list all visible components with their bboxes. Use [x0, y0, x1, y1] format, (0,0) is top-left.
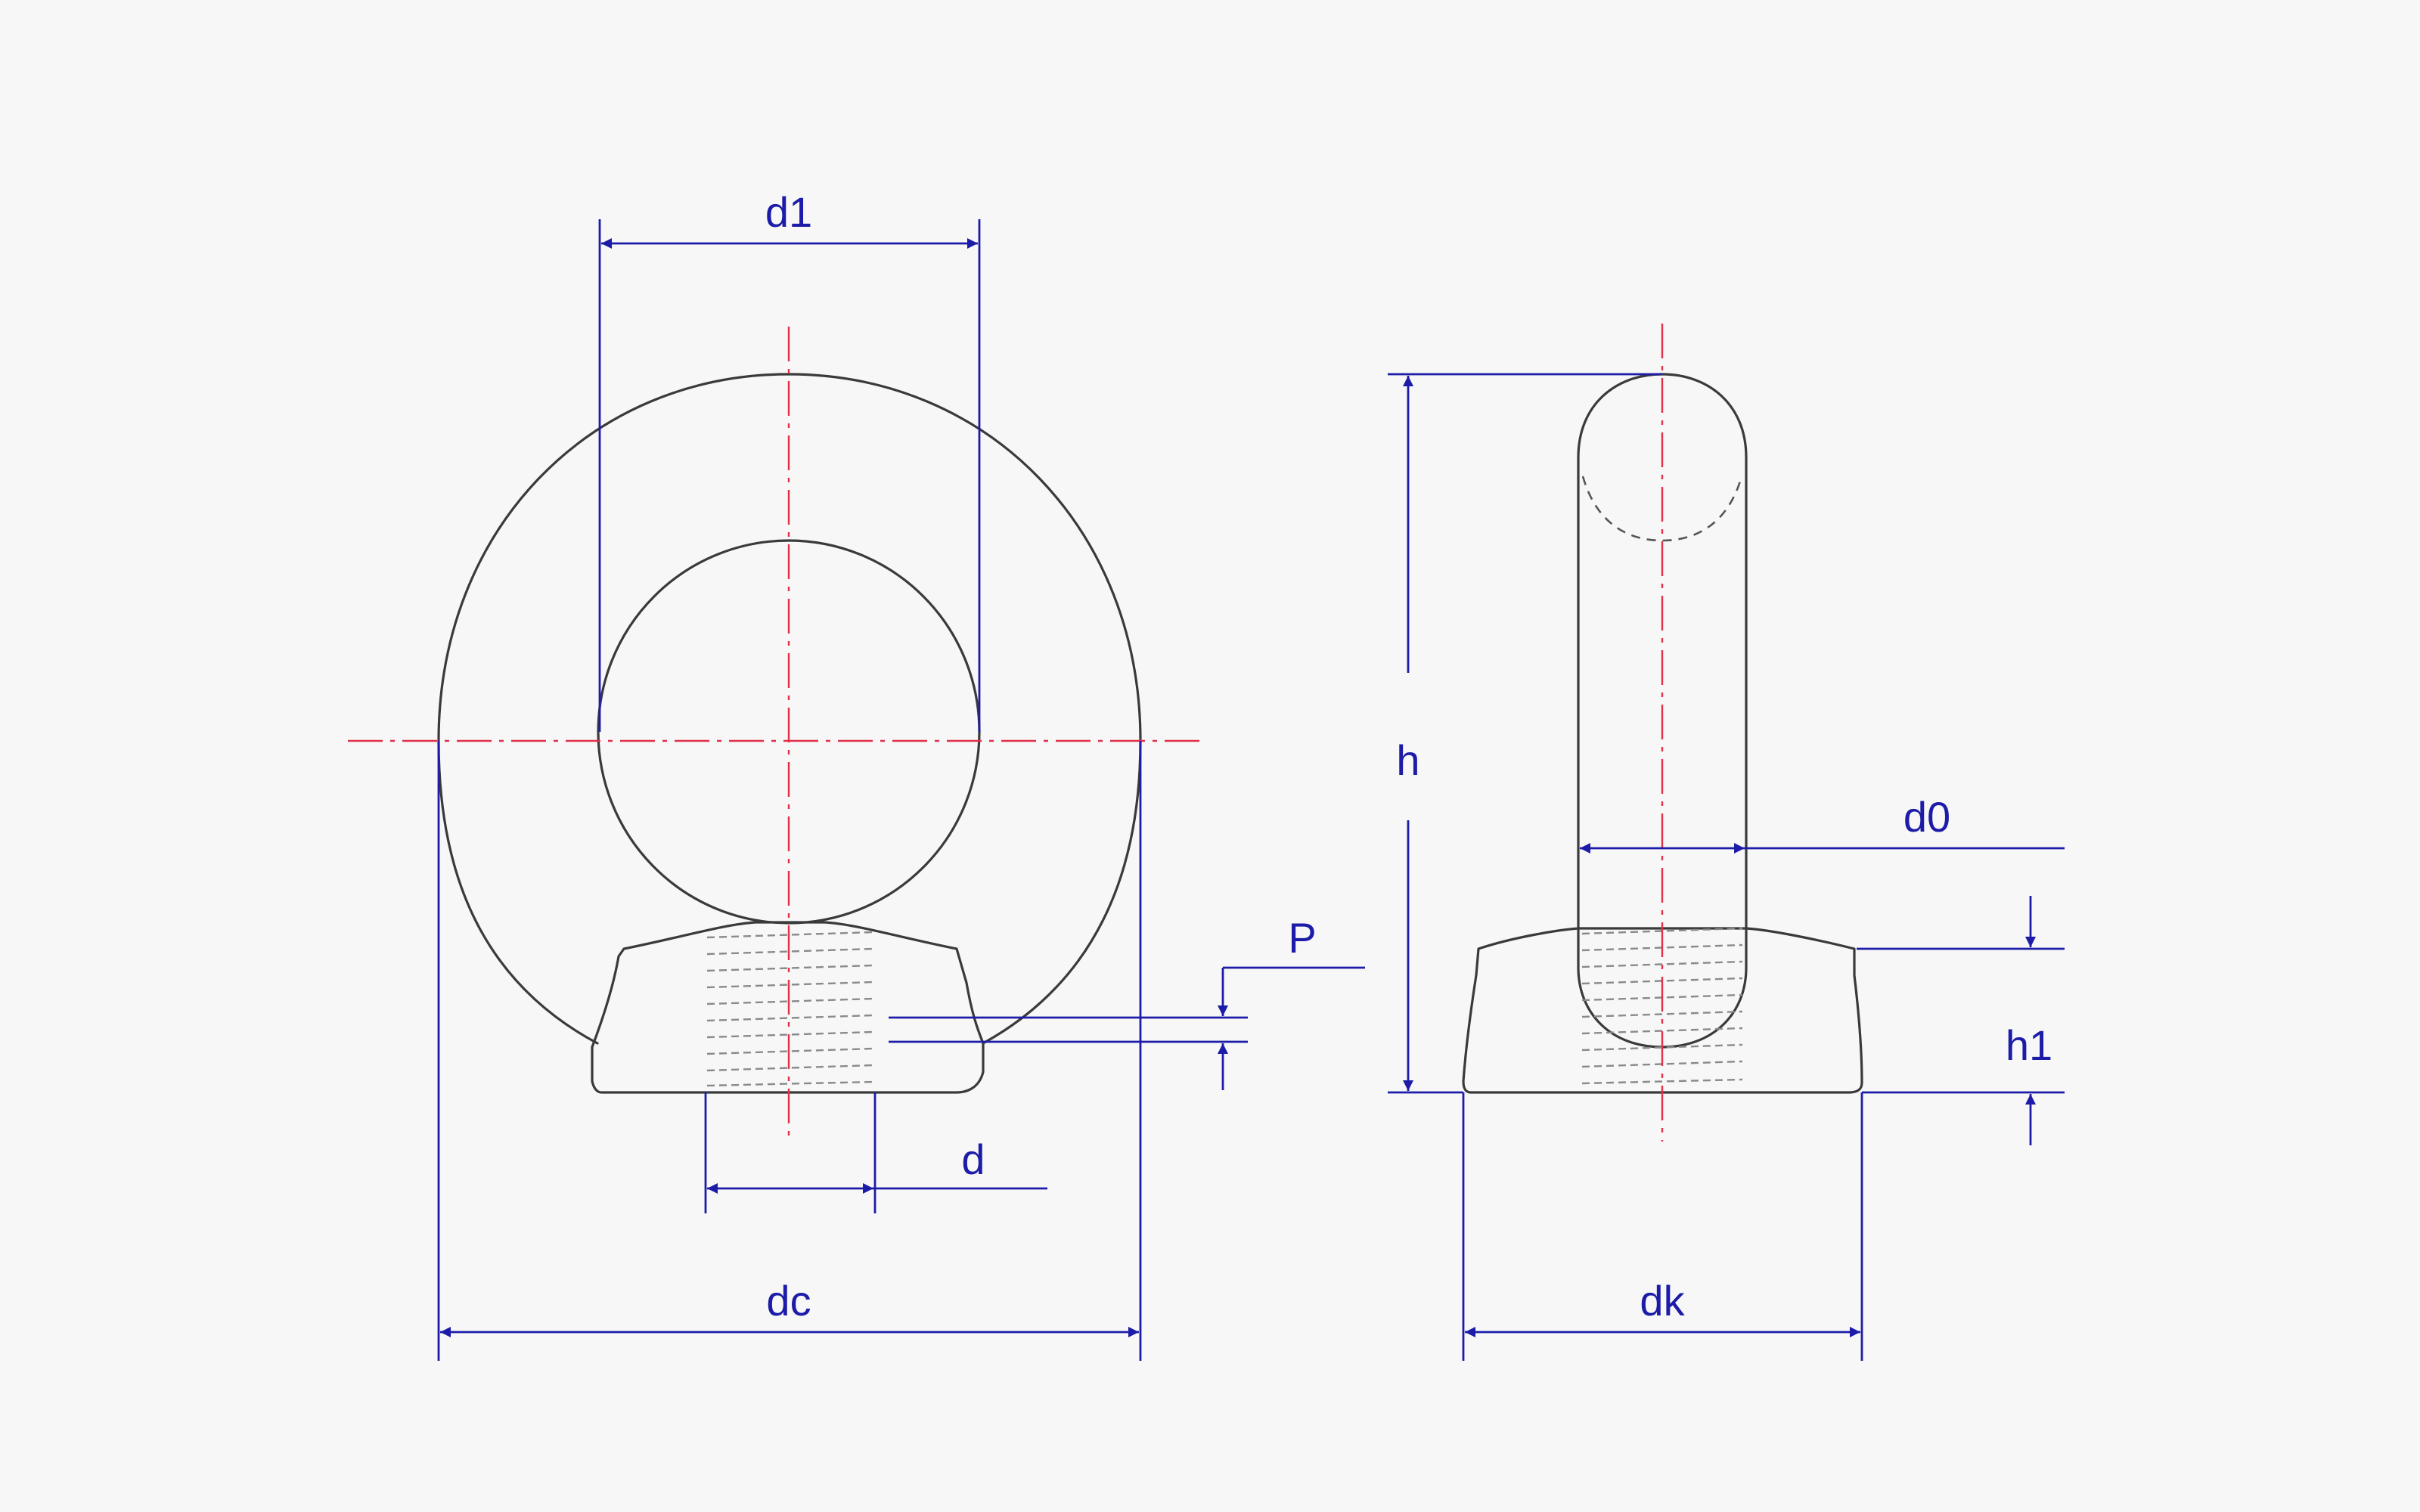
side-view: h d0 h1 dk [1388, 324, 2065, 1361]
label-h1: h1 [2006, 1021, 2052, 1069]
side-thread-pattern [1581, 927, 1743, 1085]
label-dk: dk [1640, 1277, 1685, 1325]
front-view: d1 dc d P [348, 188, 1365, 1361]
side-hidden-arc [1581, 476, 1743, 542]
label-dc: dc [766, 1277, 811, 1325]
label-d0: d0 [1903, 793, 1950, 841]
label-d1: d1 [765, 188, 812, 236]
label-h: h [1396, 736, 1419, 784]
label-p: P [1288, 914, 1316, 962]
outer-ring-outline [437, 373, 1142, 1045]
label-d: d [961, 1136, 985, 1183]
front-collar-base [591, 921, 985, 1094]
front-thread-pattern [706, 931, 874, 1087]
side-base-outline [1462, 927, 1863, 1094]
